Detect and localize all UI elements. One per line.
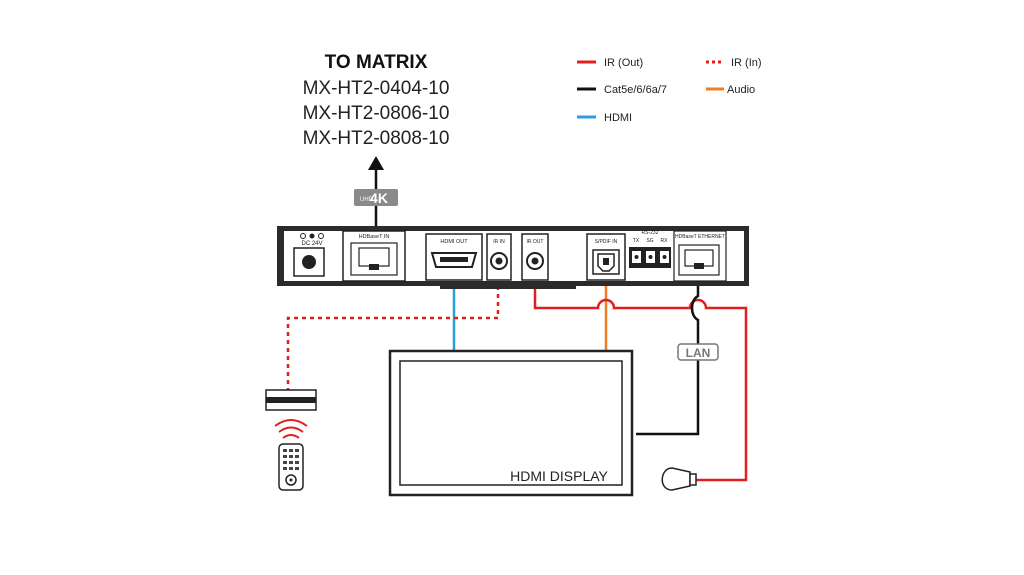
legend-ir-in: IR (In) [731,57,762,69]
hdbaset-ethernet-port: HDBaseT ETHERNET [673,230,727,282]
ir-out-cable [533,262,748,482]
spdif-label: S/PDIF IN [595,239,618,245]
hdbaset-in-port: HDBaseT IN [342,230,406,282]
display-label: HDMI DISPLAY [510,468,608,484]
hdbaset-in-label: HDBaseT IN [359,234,390,240]
rs232-pin-sg: SG [646,238,653,244]
ir-in-cable [286,262,500,390]
matrix-model-2: MX-HT2-0806-10 [303,103,450,124]
rs232-label: RS-232 [642,230,659,236]
ir-in-port: IR IN [486,233,512,281]
matrix-model-3: MX-HT2-0808-10 [303,128,450,149]
spdif-port: S/PDIF IN [586,233,626,281]
receiver-device: DC 24V HDBaseT IN HDMI OUT IR IN [277,226,749,289]
lan-label: LAN [677,343,719,361]
rs232-pin-rx: RX [661,238,669,244]
dc-label: DC 24V [301,241,322,247]
badge-text: 4K [370,190,388,206]
ir-signal-icon [274,419,308,439]
legend-cat: Cat5e/6/6a/7 [604,84,667,96]
legend: IR (Out) IR (In) Cat5e/6/6a/7 Audio HDMI [577,57,762,124]
badge-prefix: UHD [360,197,374,203]
hdmi-out-port: HDMI OUT [425,233,483,281]
hdmi-display: HDMI DISPLAY [388,349,634,497]
ir-emitter-icon [661,467,697,491]
remote-control-icon [278,443,304,491]
ir-out-label: IR OUT [527,239,544,245]
rs232-pin-tx: TX [633,238,640,244]
dc-port: DC 24V [293,233,325,277]
legend-hdmi: HDMI [604,112,632,124]
legend-ir-out: IR (Out) [604,57,643,69]
rs232-port: RS-232 TX SG RX [629,230,671,268]
uhd-4k-badge: UHD 4K [354,189,398,206]
hdbaset-eth-label: HDBaseT ETHERNET [675,234,725,240]
matrix-model-1: MX-HT2-0404-10 [303,78,450,99]
ir-out-port: IR OUT [521,233,549,281]
lan-text: LAN [686,346,711,360]
ir-in-label: IR IN [493,239,505,245]
matrix-heading: TO MATRIX [325,52,428,73]
ir-receiver [265,389,317,411]
hdmi-out-label: HDMI OUT [440,239,468,245]
legend-audio: Audio [727,84,755,96]
cat-cable [636,262,700,436]
